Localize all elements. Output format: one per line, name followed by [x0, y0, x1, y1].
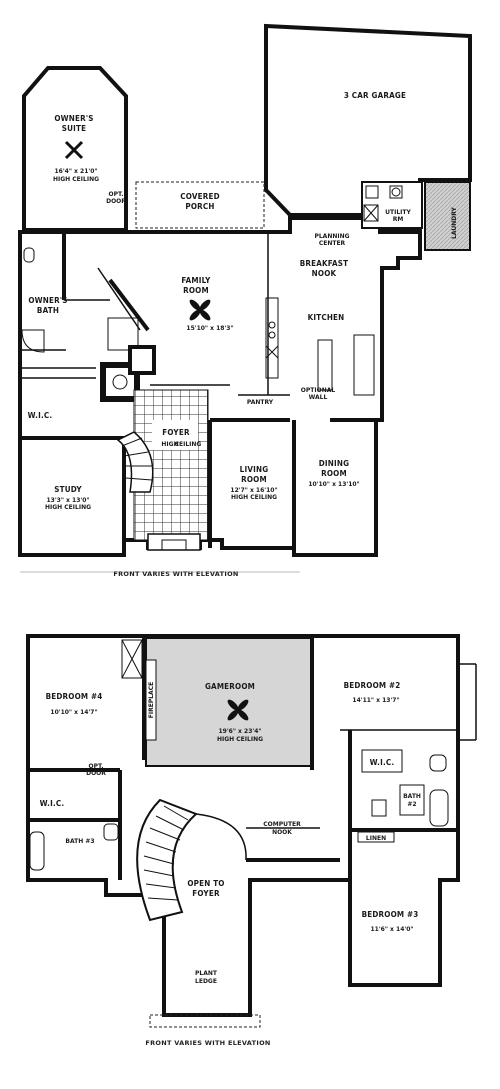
utility-room: UTILITY RM LAUNDRY PLANNING CENTER: [314, 181, 458, 247]
living-room-ceiling: HIGH CEILING: [231, 494, 277, 501]
foyer: FOYER HIGH CEILING: [116, 389, 209, 551]
bedroom4-opt-door-2: DOOR: [86, 770, 106, 777]
plant-ledge-2: LEDGE: [195, 978, 217, 985]
fireplace-label: FIREPLACE: [148, 682, 155, 718]
bath3-label: BATH #3: [65, 838, 94, 845]
gameroom: FIREPLACE GAMEROOM 19'6" x 23'4" HIGH CE…: [145, 659, 263, 743]
bedroom4-label: BEDROOM #4: [46, 692, 103, 701]
living-room-label-2: ROOM: [241, 475, 267, 484]
foyer-label-1: FOYER: [162, 428, 190, 437]
owners-suite-label-1: OWNER'S: [54, 114, 93, 123]
bath2-label-2: #2: [407, 801, 416, 808]
bedroom4-opt-door-1: OPT.: [89, 763, 104, 770]
study-dims: 13'3" x 13'0": [46, 497, 89, 504]
planning-center-1: PLANNING: [314, 233, 349, 240]
wic-label: W.I.C.: [28, 411, 53, 420]
living-room: LIVING ROOM 12'7" x 16'10" HIGH CEILING: [230, 465, 277, 501]
family-room: FAMILY ROOM 15'10" x 18'3": [181, 276, 233, 332]
planning-center-2: CENTER: [319, 240, 346, 247]
owners-suite-ceiling: HIGH CEILING: [53, 176, 99, 183]
bedroom4-dims: 10'10" x 14'7": [50, 709, 97, 716]
owners-opt-door-1: OPT.: [109, 191, 124, 198]
gameroom-dims: 19'6" x 23'4": [218, 728, 261, 735]
bedroom2-label: BEDROOM #2: [344, 681, 401, 690]
ceiling-fan-icon: [64, 140, 84, 160]
plant-ledge: PLANT LEDGE: [195, 970, 218, 985]
curved-stair: OPEN TO FOYER: [136, 798, 247, 922]
bedroom3-label: BEDROOM #3: [362, 910, 419, 919]
garage-label: 3 CAR GARAGE: [344, 91, 406, 100]
bedroom-2: BEDROOM #2 14'11" x 13'7" W.I.C. BATH #2: [344, 681, 449, 827]
open-to-foyer-1: OPEN TO: [187, 879, 224, 888]
dining-room: DINING ROOM 10'10" x 13'10": [308, 459, 359, 488]
computer-nook-2: NOOK: [272, 829, 292, 836]
breakfast-label-2: NOOK: [312, 269, 337, 278]
pantry-label: PANTRY: [247, 399, 274, 406]
family-room-label-2: ROOM: [183, 286, 209, 295]
owners-suite-label-2: SUITE: [62, 124, 87, 133]
utility-label-2: RM: [393, 216, 404, 223]
ceiling-fan-icon: [227, 699, 249, 721]
plant-ledge-1: PLANT: [195, 970, 218, 977]
bedroom-3: BEDROOM #3 11'6" x 14'0": [362, 910, 419, 933]
open-to-foyer-2: FOYER: [192, 889, 220, 898]
laundry-label: LAUNDRY: [451, 206, 458, 238]
linen-label: LINEN: [366, 835, 386, 842]
computer-nook: COMPUTER NOOK LINEN: [263, 821, 395, 843]
bedroom2-dims: 14'11" x 13'7": [352, 697, 399, 704]
owners-bath-label-2: BATH: [37, 306, 59, 315]
owners-bath: OWNER'S BATH W.I.C.: [21, 247, 156, 420]
dining-room-label-1: DINING: [319, 459, 349, 468]
living-room-label-1: LIVING: [240, 465, 269, 474]
owners-suite-dims: 16'4" x 21'0": [54, 168, 97, 175]
kitchen-label: KITCHEN: [308, 313, 345, 322]
dining-room-dims: 10'10" x 13'10": [308, 481, 359, 488]
dining-room-label-2: ROOM: [321, 469, 347, 478]
computer-nook-1: COMPUTER: [263, 821, 301, 828]
foyer-label-2: HIGH: [161, 441, 178, 448]
owners-opt-door-2: DOOR: [106, 198, 126, 205]
owners-suite: OWNER'S SUITE 16'4" x 21'0" HIGH CEILING…: [22, 66, 128, 232]
ceiling-fan-icon: [189, 299, 211, 321]
breakfast-label-1: BREAKFAST: [300, 259, 349, 268]
study: STUDY 13'3" x 13'0" HIGH CEILING: [45, 485, 91, 511]
living-room-dims: 12'7" x 16'10": [230, 487, 277, 494]
second-floor-plan: BEDROOM #4 10'10" x 14'7" OPT. DOOR W.I.…: [26, 634, 477, 1047]
gameroom-ceiling: HIGH CEILING: [217, 736, 263, 743]
kitchen-area: BREAKFAST NOOK KITCHEN PANTRY OPTIONAL W…: [247, 259, 375, 406]
floor1-caption: FRONT VARIES WITH ELEVATION: [113, 570, 238, 578]
optional-wall-2: WALL: [309, 394, 328, 401]
wic-b4-label: W.I.C.: [40, 799, 65, 808]
bedroom-4: BEDROOM #4 10'10" x 14'7" OPT. DOOR W.I.…: [29, 639, 143, 871]
utility-label-1: UTILITY: [385, 209, 411, 216]
bedroom3-dims: 11'6" x 14'0": [370, 926, 413, 933]
family-room-label-1: FAMILY: [181, 276, 211, 285]
gameroom-label: GAMEROOM: [205, 682, 255, 691]
family-room-dims: 15'10" x 18'3": [186, 325, 233, 332]
covered-porch-label-2: PORCH: [185, 202, 214, 211]
floor2-caption: FRONT VARIES WITH ELEVATION: [145, 1039, 270, 1047]
first-floor-plan: 3 CAR GARAGE OWNER'S SUITE 16'4" x 21'0"…: [18, 23, 472, 578]
covered-porch-label-1: COVERED: [180, 192, 220, 201]
owners-bath-label-1: OWNER'S: [28, 296, 67, 305]
study-label: STUDY: [54, 485, 82, 494]
study-ceiling: HIGH CEILING: [45, 504, 91, 511]
covered-porch: COVERED PORCH: [135, 181, 265, 229]
foyer-label-3: CEILING: [175, 441, 202, 448]
optional-wall-1: OPTIONAL: [301, 387, 336, 394]
wic-b2-label: W.I.C.: [370, 758, 395, 767]
bath2-label-1: BATH: [403, 793, 421, 800]
